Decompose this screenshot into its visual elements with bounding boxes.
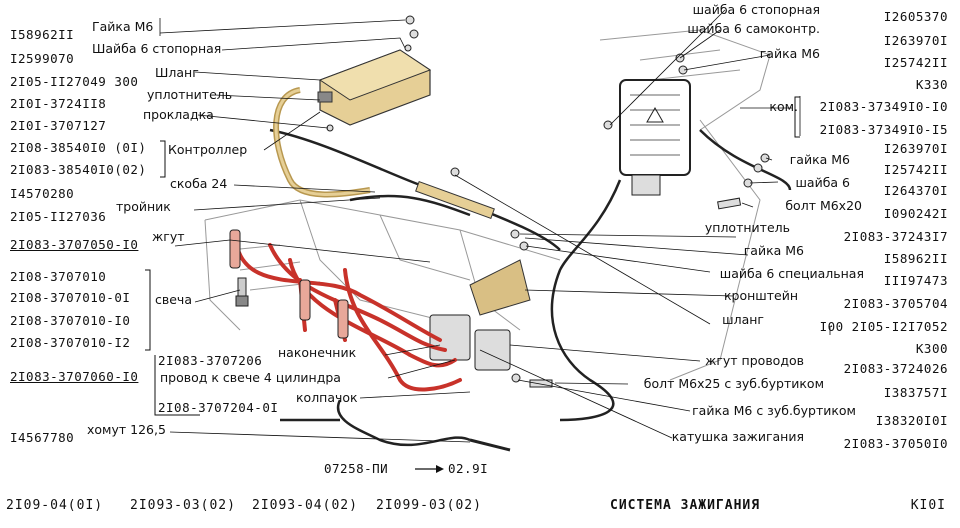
part-label: гайка М6 bbox=[789, 152, 850, 167]
part-label: шайба 6 bbox=[795, 175, 850, 190]
part-number: К300 bbox=[915, 341, 948, 356]
part-number: I263970I bbox=[883, 141, 948, 156]
part-label: гайка М6 bbox=[743, 243, 804, 258]
part-number: 2I083-37050I0 bbox=[843, 436, 948, 451]
part-label: колпачок bbox=[296, 390, 358, 405]
part-number: I264370I bbox=[883, 183, 948, 198]
drawing-ref-date: 02.9I bbox=[448, 461, 489, 476]
part-label: хомут 126,5 bbox=[87, 422, 166, 437]
part-number: 2I083-3707050-I0 bbox=[10, 237, 139, 252]
part-number: 2I05-II27036 bbox=[10, 209, 107, 224]
part-label: уплотнитель bbox=[147, 87, 233, 102]
part-number: 2I05-II27049 300 bbox=[10, 74, 139, 89]
part-label: ком. bbox=[769, 99, 798, 114]
footer-title: СИСТЕМА ЗАЖИГАНИЯ bbox=[610, 498, 761, 513]
part-number: I2605370 bbox=[883, 9, 948, 24]
part-label: кронштейн bbox=[723, 288, 798, 303]
ignition-coil-block bbox=[429, 314, 511, 371]
part-number: I383757I bbox=[883, 385, 948, 400]
part-number: 2I083-3705704 bbox=[843, 296, 948, 311]
part-number: I58962II bbox=[10, 27, 75, 42]
part-number: 2I0I-3724II8 bbox=[10, 96, 107, 111]
part-label: уплотнитель bbox=[704, 220, 790, 235]
part-number: 2I083-37349I0-I5 bbox=[819, 122, 948, 137]
part-number: 2I083-3707206 bbox=[158, 353, 263, 368]
part-number: 2I083-37243I7 bbox=[843, 229, 948, 244]
part-label: скоба 24 bbox=[170, 176, 228, 191]
part-label: тройник bbox=[116, 199, 171, 214]
part-label: шланг bbox=[722, 312, 764, 327]
ignition-control-unit bbox=[619, 79, 691, 196]
part-number: 2I08-38540I0 (0I) bbox=[10, 140, 147, 155]
leader-lines-right bbox=[454, 9, 831, 439]
part-number: 2I083-3724026 bbox=[843, 361, 948, 376]
grouping-brackets bbox=[145, 96, 800, 416]
part-number: 2I08-3707010-I2 bbox=[10, 335, 131, 350]
part-number: I090242I bbox=[883, 206, 948, 221]
part-label: шайба 6 самоконтр. bbox=[687, 21, 820, 36]
part-number: 2I0I-3707127 bbox=[10, 118, 107, 133]
part-label: свеча bbox=[155, 292, 192, 307]
part-label: Шланг bbox=[155, 65, 199, 80]
part-number: 2I08-3707010-I0 bbox=[10, 313, 131, 328]
part-number: I2599070 bbox=[10, 51, 75, 66]
footer-model: 2I09-04(0I) bbox=[6, 498, 104, 513]
part-number: I25742II bbox=[883, 162, 948, 177]
drawing-ref-number: 07258-ПИ bbox=[324, 461, 389, 476]
part-number: 2I083-3707060-I0 bbox=[10, 369, 139, 384]
part-label: шайба 6 стопорная bbox=[692, 2, 820, 17]
part-number: К330 bbox=[915, 77, 948, 92]
part-number: I263970I bbox=[883, 33, 948, 48]
part-number: 2I08-3707010 bbox=[10, 269, 107, 284]
part-label: наконечник bbox=[278, 345, 357, 360]
part-number: I00 2I05-I2I7052 bbox=[819, 319, 948, 334]
footer-code: КI0I bbox=[910, 498, 946, 513]
footer-model: 2I099-03(02) bbox=[376, 498, 482, 513]
part-number: 2I083-37349I0-I0 bbox=[819, 99, 948, 114]
fasteners bbox=[326, 15, 770, 388]
part-number: 2I083-38540I0(02) bbox=[10, 162, 147, 177]
controller-module bbox=[317, 49, 432, 126]
hose-clamp bbox=[469, 438, 511, 452]
part-number: I58962II bbox=[883, 251, 948, 266]
part-number: I25742II bbox=[883, 55, 948, 70]
wire-boots bbox=[229, 229, 349, 339]
part-label: Контроллер bbox=[168, 142, 248, 157]
part-label: болт М6х25 с зуб.буртиком bbox=[643, 376, 824, 391]
part-number: 2I08-3707204-0I bbox=[158, 400, 279, 415]
tube bbox=[415, 180, 495, 220]
part-number: 2I08-3707010-0I bbox=[10, 290, 131, 305]
part-label: болт М6х20 bbox=[785, 198, 862, 213]
part-label: шайба 6 специальная bbox=[719, 266, 864, 281]
part-label: гайка М6 с зуб.буртиком bbox=[692, 403, 856, 418]
part-label: прокладка bbox=[143, 107, 214, 122]
footer-model: 2I093-04(02) bbox=[252, 498, 358, 513]
part-label: катушка зажигания bbox=[671, 429, 804, 444]
part-label: гайка М6 bbox=[759, 46, 820, 61]
part-label: жгут bbox=[152, 229, 185, 244]
part-label: Гайка М6 bbox=[92, 19, 154, 34]
spark-plug bbox=[235, 277, 249, 307]
part-number: I4567780 bbox=[10, 430, 75, 445]
bracket-plate bbox=[469, 259, 531, 316]
leader-lines bbox=[159, 18, 471, 443]
footer-model: 2I093-03(02) bbox=[130, 498, 236, 513]
part-label: провод к свече 4 цилиндра bbox=[160, 370, 341, 385]
part-number: III97473 bbox=[883, 273, 948, 288]
part-label: жгут проводов bbox=[705, 353, 804, 368]
part-label: Шайба 6 стопорная bbox=[92, 41, 222, 56]
part-number: I4570280 bbox=[10, 186, 75, 201]
part-number: I38320I0I bbox=[875, 413, 948, 428]
